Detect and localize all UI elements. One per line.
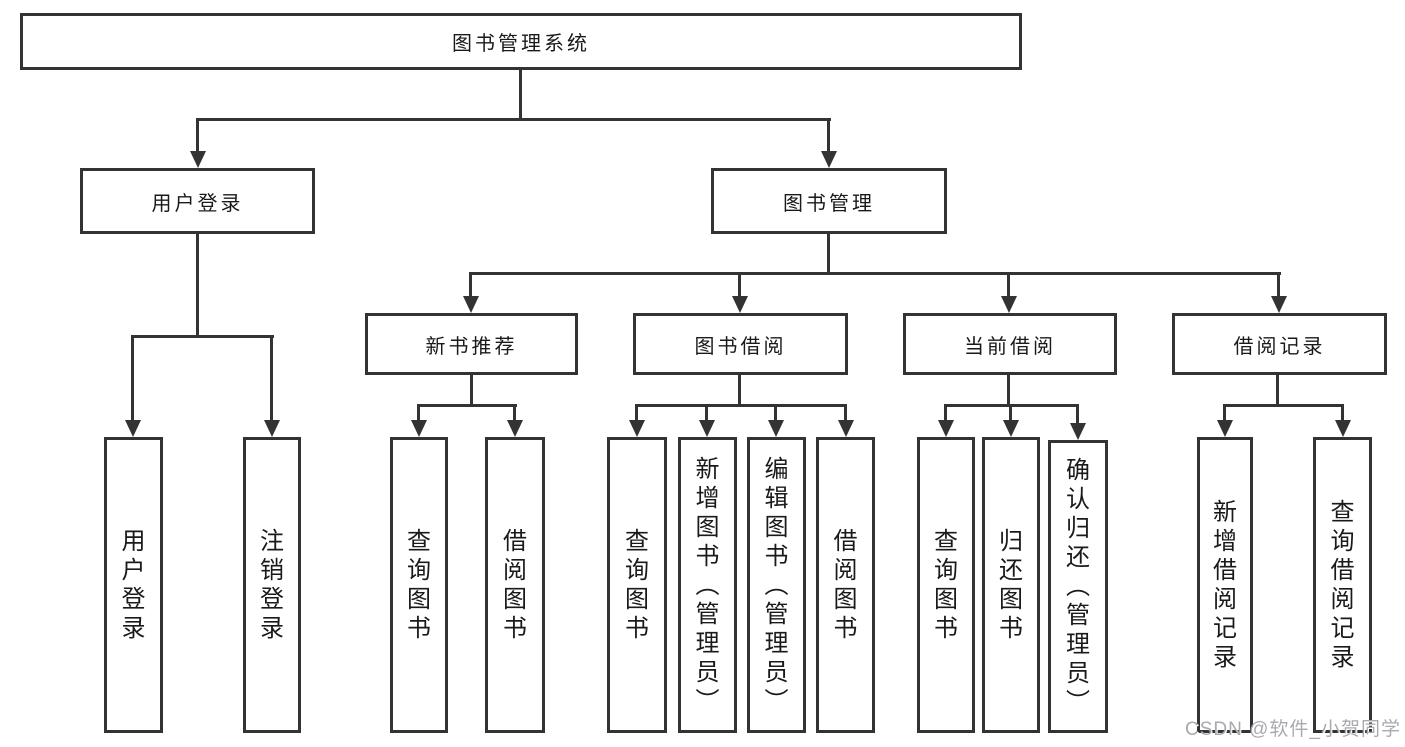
leaf-logout-login-label: 注 销 登 录 (260, 528, 284, 642)
arrow-to-current-borrow (1001, 272, 1017, 313)
connector-new-book-stem (470, 375, 473, 407)
leaf-newbook-borrow: 借 阅 图 书 (485, 437, 545, 733)
connector-current-borrow-stem (1007, 375, 1010, 407)
arrow-to-borrow-add (699, 404, 715, 437)
leaf-newbook-query: 查 询 图 书 (390, 437, 448, 733)
connector-user-login-stem (196, 234, 199, 338)
leaf-records-add-label: 新 增 借 阅 记 录 (1213, 499, 1237, 671)
leaf-borrow-borrow-label: 借 阅 图 书 (833, 528, 858, 642)
leaf-current-query-label: 查 询 图 书 (934, 528, 958, 642)
node-book-management: 图书管理 (711, 168, 947, 234)
arrow-to-borrow-query (629, 404, 645, 437)
arrow-to-borrow-edit (768, 404, 784, 437)
leaf-user-login-label: 用 户 登 录 (121, 528, 146, 642)
arrow-to-newbook-borrow (507, 404, 523, 437)
connector-book-management-bar (470, 272, 1281, 275)
leaf-borrow-borrow: 借 阅 图 书 (816, 437, 875, 733)
connector-root-bar (197, 118, 831, 121)
leaf-current-confirm-admin: 确 认 归 还 ︵ 管 理 员 ︶ (1048, 440, 1108, 733)
node-borrow-records-label: 借阅记录 (1233, 335, 1326, 358)
connector-new-book-bar (418, 404, 517, 407)
connector-borrow-records-stem (1276, 375, 1279, 407)
leaf-current-return-label: 归 还 图 书 (999, 528, 1023, 642)
node-current-borrow-label: 当前借阅 (964, 335, 1056, 358)
arrow-to-current-return (1003, 404, 1019, 437)
leaf-current-confirm-admin-label: 确 认 归 还 ︵ 管 理 员 ︶ (1066, 457, 1090, 716)
connector-book-management-stem (827, 234, 830, 275)
connector-user-login-bar (132, 335, 274, 338)
node-user-login-label: 用户登录 (151, 192, 244, 215)
node-borrow-records: 借阅记录 (1172, 313, 1387, 375)
arrow-to-new-book-recommend (463, 272, 479, 313)
connector-current-borrow-bar (945, 404, 1079, 407)
arrow-to-leaf-logout-login (264, 335, 280, 437)
node-new-book-recommend: 新书推荐 (365, 313, 578, 375)
arrow-to-current-query (938, 404, 954, 437)
leaf-user-login: 用 户 登 录 (104, 437, 163, 733)
node-book-borrow-label: 图书借阅 (694, 335, 787, 358)
leaf-records-query-label: 查 询 借 阅 记 录 (1330, 499, 1355, 671)
leaf-current-query: 查 询 图 书 (917, 437, 975, 733)
arrow-to-user-login (190, 118, 206, 168)
connector-root-stem (519, 70, 522, 118)
arrow-to-leaf-user-login (125, 335, 141, 437)
arrow-to-current-confirm (1070, 404, 1086, 440)
watermark: CSDN @软件_小贺同学 (1185, 719, 1401, 740)
node-book-borrow: 图书借阅 (633, 313, 848, 375)
leaf-borrow-add-admin: 新 增 图 书 ︵ 管 理 员 ︶ (678, 437, 737, 733)
node-user-login: 用户登录 (80, 168, 315, 234)
node-book-management-label: 图书管理 (783, 192, 875, 215)
arrow-to-borrow-borrow (838, 404, 854, 437)
leaf-borrow-edit-admin-label: 编 辑 图 书 ︵ 管 理 员 ︶ (764, 455, 789, 715)
leaf-current-return: 归 还 图 书 (982, 437, 1040, 733)
node-root: 图书管理系统 (20, 13, 1022, 70)
leaf-newbook-borrow-label: 借 阅 图 书 (503, 528, 527, 642)
leaf-logout-login: 注 销 登 录 (243, 437, 301, 733)
arrow-to-records-query (1335, 404, 1351, 437)
node-current-borrow: 当前借阅 (903, 313, 1117, 375)
connector-book-borrow-stem (738, 375, 741, 407)
leaf-borrow-edit-admin: 编 辑 图 书 ︵ 管 理 员 ︶ (747, 437, 806, 733)
node-root-label: 图书管理系统 (452, 33, 590, 55)
node-new-book-recommend-label: 新书推荐 (425, 335, 518, 358)
arrow-to-newbook-query (411, 404, 427, 437)
leaf-records-query: 查 询 借 阅 记 录 (1313, 437, 1372, 733)
connector-book-borrow-bar (636, 404, 847, 407)
leaf-borrow-query: 查 询 图 书 (607, 437, 667, 733)
arrow-to-records-add (1217, 404, 1233, 437)
arrow-to-book-management (821, 118, 837, 168)
leaf-borrow-add-admin-label: 新 增 图 书 ︵ 管 理 员 ︶ (695, 455, 720, 715)
leaf-newbook-query-label: 查 询 图 书 (407, 528, 431, 642)
leaf-records-add: 新 增 借 阅 记 录 (1197, 437, 1253, 733)
arrow-to-borrow-records (1271, 272, 1287, 313)
connector-borrow-records-bar (1224, 404, 1344, 407)
leaf-borrow-query-label: 查 询 图 书 (625, 528, 649, 642)
arrow-to-book-borrow (732, 272, 748, 313)
